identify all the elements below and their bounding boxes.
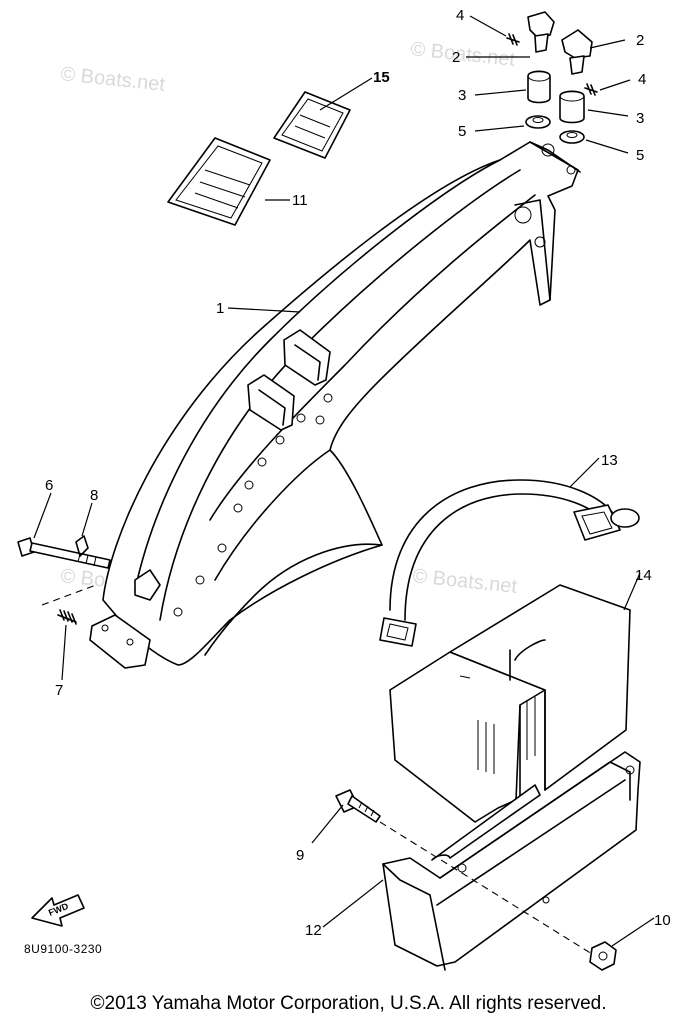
alignment-line — [379, 821, 593, 955]
watermark: © Boats.net — [411, 565, 518, 598]
callout-13: 13 — [601, 452, 618, 469]
battery-cover-part — [389, 584, 631, 823]
alignment-line — [41, 584, 97, 606]
callout-2: 2 — [636, 32, 644, 49]
callout-11: 11 — [292, 192, 308, 209]
callout-6: 6 — [45, 477, 53, 494]
callout-9: 9 — [296, 847, 304, 864]
copyright-notice: ©2013 Yamaha Motor Corporation, U.S.A. A… — [90, 993, 607, 1014]
callout-12: 12 — [305, 922, 322, 939]
callout-4: 4 — [638, 71, 646, 88]
watermark: © Boats.net — [59, 63, 166, 96]
diagram-code: 8U9100-3230 — [24, 942, 102, 956]
callout-3: 3 — [636, 110, 644, 127]
callout-7: 7 — [55, 682, 63, 699]
washer-part — [525, 115, 585, 144]
callout-5: 5 — [636, 147, 644, 164]
bolt-part — [17, 537, 111, 569]
callout-5: 5 — [458, 123, 466, 140]
callout-8: 8 — [90, 487, 98, 504]
knob-part — [527, 11, 555, 53]
rear-fender-part — [89, 141, 581, 669]
callout-15: 15 — [373, 69, 390, 86]
callout-4: 4 — [456, 7, 464, 24]
battery-strap-part — [379, 479, 640, 647]
fwd-arrow-icon: FWD — [31, 894, 85, 927]
callout-2: 2 — [452, 49, 460, 66]
reflector-large-part — [167, 137, 271, 226]
spring-part — [506, 33, 598, 96]
leader-lines — [33, 15, 655, 947]
callout-3: 3 — [458, 87, 466, 104]
callout-10: 10 — [654, 912, 671, 929]
callout-14: 14 — [635, 567, 652, 584]
grommet-part — [527, 70, 585, 124]
watermark: © Boats.net — [409, 38, 516, 71]
knob-part — [561, 29, 593, 75]
clip-part — [75, 535, 89, 557]
reflector-small-part — [273, 91, 351, 159]
callout-1: 1 — [216, 300, 224, 317]
spring-part — [57, 609, 77, 625]
battery-box-part — [382, 751, 641, 971]
nut-part — [589, 941, 617, 971]
